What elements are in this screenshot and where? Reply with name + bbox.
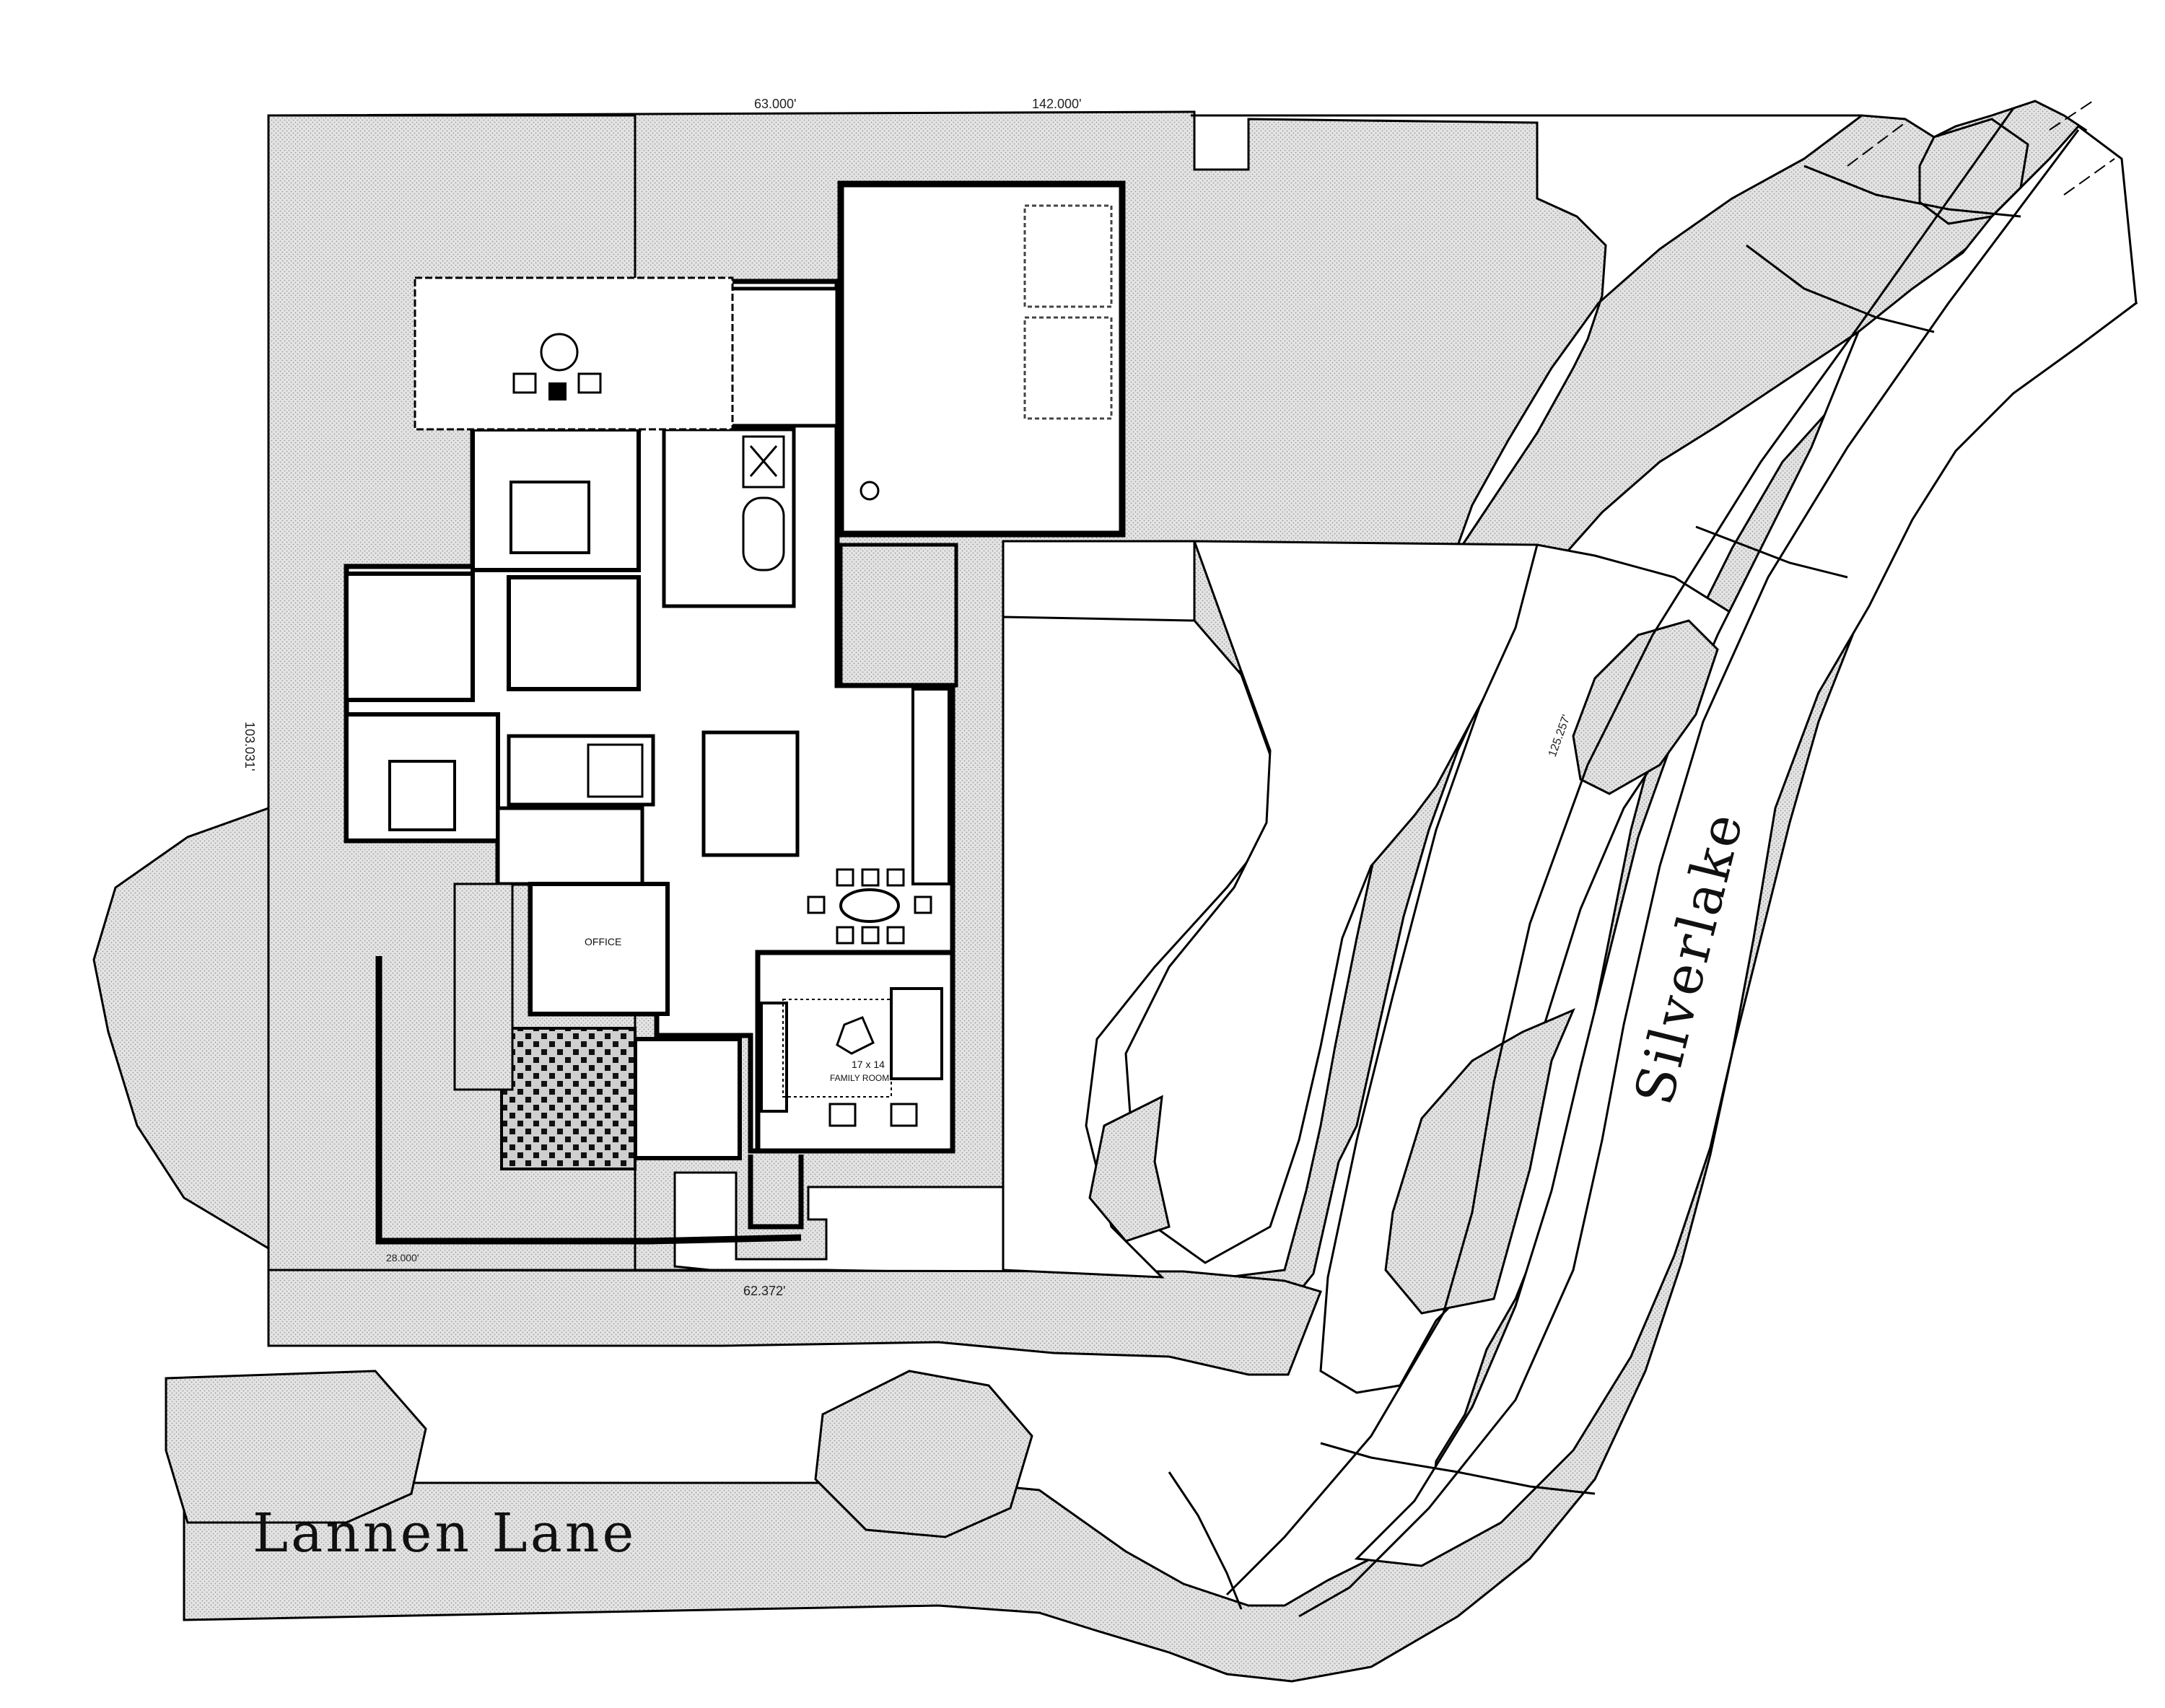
road-lines [1168,108,2080,1618]
room-label-family-size: 17 x 14 [852,1059,885,1070]
breezeway [839,543,958,688]
pantry [701,730,800,857]
lawn-right [1354,124,2138,1567]
dimension-top-right: 142.000' [1032,97,1082,111]
rug [782,999,892,1098]
tree-canopy [814,1370,1033,1538]
bath-tub-2 [587,743,644,798]
street-label-lannen: Lannen Lane [253,1502,637,1564]
master-closet [507,575,641,691]
patio-table [540,333,579,372]
bedroom-2 [344,571,475,702]
garage [837,180,1126,538]
tree-canopy [1384,1008,1575,1315]
tree-canopies [165,118,2029,1538]
shower [742,435,785,489]
dining-table [839,888,900,923]
sofa [890,987,943,1080]
site-wall [748,1155,804,1230]
powder-room [496,806,644,886]
patio-chair [512,372,537,394]
property-line-dashes [268,100,2115,1270]
kitchen-counter [911,688,950,885]
front-garden [500,1027,637,1170]
dining-chairs [807,868,932,945]
armchair [828,1103,857,1127]
bathtub [742,496,785,571]
tree-canopy [165,1370,427,1524]
lawn-front [1002,616,1275,1279]
grill [548,382,567,400]
dimension-left: 103.031' [242,722,257,771]
garage-door [1023,316,1113,420]
laundry [727,286,839,428]
bed-3 [388,760,456,831]
master-bed [509,481,590,554]
water-heater-icon [860,481,880,501]
planter-strip [453,883,514,1091]
room-label-family: FAMILY ROOM [830,1073,889,1083]
coffee-table [836,1016,875,1055]
front-porch [633,1037,742,1160]
tree-canopy [1918,118,2029,225]
room-label-office: OFFICE [585,936,621,947]
armchair [890,1103,918,1127]
sidewalk-strip [267,1269,1322,1376]
dimension-bottom: 62.372' [743,1284,786,1298]
dimension-bottom-inner: 28.000' [386,1252,419,1264]
dimension-top-left: 63.000' [754,97,797,111]
garage-door [1023,204,1113,308]
office [528,882,670,1016]
house [344,180,1126,1245]
site-wall [375,956,802,1245]
patio-chair [577,372,602,394]
tree-canopy [1572,619,1719,795]
tree-canopy [1088,1095,1171,1243]
